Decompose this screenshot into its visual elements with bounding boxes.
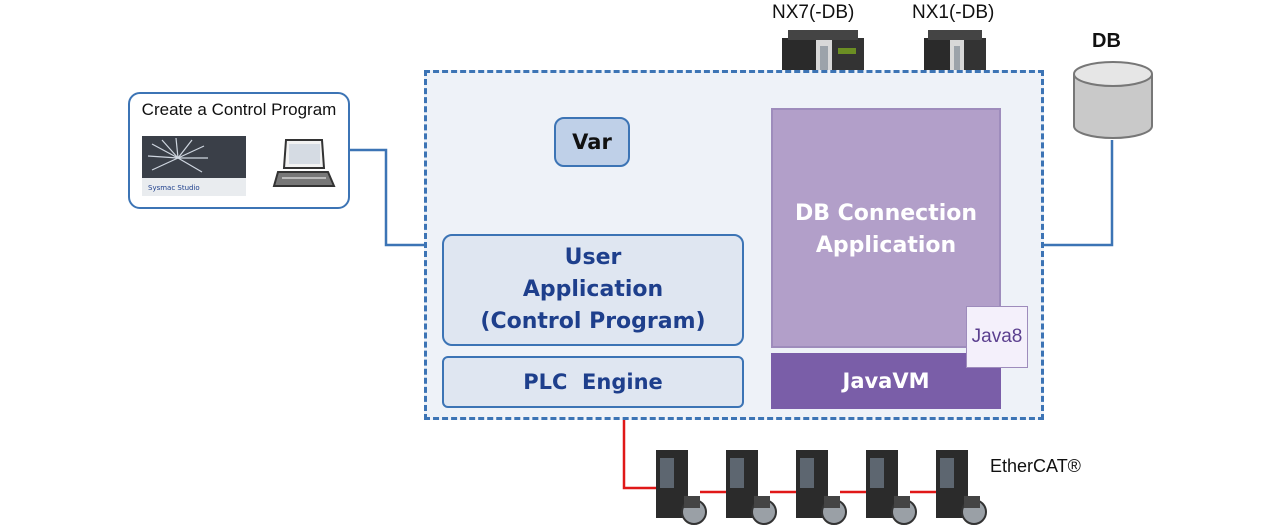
create-program-box: Create a Control Program Sysmac Studio [128, 92, 350, 209]
db-app-line1: DB Connection [794, 201, 978, 226]
servo-drive-4 [866, 450, 917, 525]
database-icon [1073, 61, 1153, 139]
var-label: Var [572, 130, 612, 154]
frame-to-db-line [1044, 140, 1114, 247]
user-app-line2: Application [522, 277, 664, 302]
ethercat-label: EtherCAT® [990, 456, 1081, 476]
servo-drive-5 [936, 450, 987, 525]
user-app-line3: (Control Program) [480, 309, 706, 334]
servo-drive-3 [796, 450, 847, 525]
servo-drive-2 [726, 450, 777, 525]
java8-label: Java8 [971, 326, 1023, 347]
plc-engine-label: PLC Engine [523, 370, 663, 394]
javavm-box: JavaVM [771, 353, 1001, 409]
db-connection-application-box: DB Connection Application [771, 108, 1001, 348]
var-box: Var [554, 117, 630, 167]
db-label: DB [1092, 30, 1121, 52]
user-app-line1: User [564, 245, 622, 270]
user-application-box: User Application (Control Program) [442, 234, 744, 346]
nx7-label: NX7(-DB) [772, 2, 855, 23]
plc-engine-box: PLC Engine [442, 356, 744, 408]
ethercat-line [622, 420, 660, 490]
software-screen-image: Sysmac Studio [142, 136, 246, 196]
nx1-label: NX1(-DB) [912, 2, 995, 23]
create-program-title: Create a Control Program [141, 100, 337, 119]
servo-drive-1 [656, 450, 707, 525]
software-screen-title: Sysmac Studio [148, 184, 200, 192]
servo-drives-image [656, 450, 987, 525]
java8-badge: Java8 [966, 306, 1028, 368]
javavm-label: JavaVM [842, 369, 930, 393]
db-app-line2: Application [815, 233, 957, 258]
create-to-frame-line [350, 148, 424, 247]
laptop-icon [272, 139, 336, 187]
